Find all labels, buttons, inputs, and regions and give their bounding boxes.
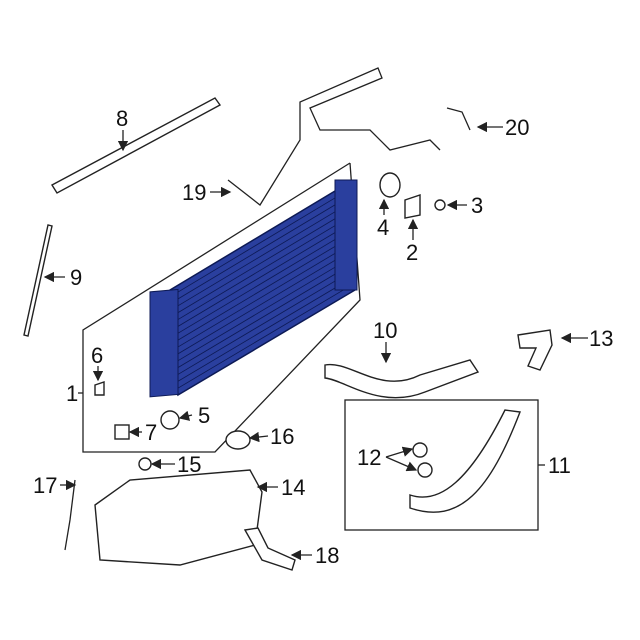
radiator-fin bbox=[174, 250, 352, 356]
part-14-reservoir bbox=[94, 469, 263, 566]
radiator-fin bbox=[173, 230, 350, 337]
radiator-fin bbox=[176, 269, 354, 376]
radiator[interactable] bbox=[149, 179, 358, 398]
callout-14: 14 bbox=[281, 475, 305, 500]
radiator-fin bbox=[177, 283, 355, 389]
callout-12: 12 bbox=[357, 445, 381, 470]
part-3-bolt bbox=[434, 199, 446, 211]
part-20-tube bbox=[446, 107, 471, 131]
callout-18: 18 bbox=[315, 543, 339, 568]
part-10-hose bbox=[324, 359, 480, 399]
callout-9: 9 bbox=[70, 265, 82, 290]
callout-17: 17 bbox=[33, 473, 57, 498]
part-11-hose bbox=[409, 409, 521, 513]
part-17-hose bbox=[64, 479, 76, 551]
part-18-hose bbox=[243, 527, 296, 571]
part-9-seal bbox=[23, 224, 53, 337]
callout-13: 13 bbox=[589, 326, 613, 351]
callout-10: 10 bbox=[373, 318, 397, 343]
callout-1: 1 bbox=[66, 381, 78, 406]
radiator-fin bbox=[172, 224, 349, 330]
radiator-fin bbox=[171, 210, 348, 317]
part-2-bracket bbox=[404, 194, 421, 219]
callout-4: 4 bbox=[377, 215, 389, 240]
callout-8: 8 bbox=[116, 106, 128, 131]
radiator-group-outline bbox=[82, 162, 361, 453]
radiator-fin bbox=[171, 204, 348, 311]
leader-lines bbox=[43, 121, 588, 561]
callout-5: 5 bbox=[198, 403, 210, 428]
part-5-cap bbox=[160, 410, 180, 430]
part-4-fitting bbox=[379, 172, 401, 198]
callout-2: 2 bbox=[406, 240, 418, 265]
part-8-seal bbox=[51, 97, 222, 194]
radiator-fin bbox=[176, 276, 354, 383]
radiator-fin bbox=[175, 263, 353, 370]
callout-11: 11 bbox=[548, 453, 571, 478]
radiator-fin bbox=[170, 191, 346, 297]
callout-15: 15 bbox=[177, 452, 201, 477]
part-19-tube bbox=[227, 67, 441, 206]
callout-6: 6 bbox=[91, 343, 103, 368]
part-13-hose bbox=[517, 329, 553, 371]
part-16-cap bbox=[225, 430, 251, 450]
radiator-fin bbox=[175, 256, 353, 363]
radiator-fin bbox=[174, 243, 351, 350]
callout-16: 16 bbox=[270, 424, 294, 449]
radiator-fin bbox=[172, 217, 349, 324]
callout-20: 20 bbox=[505, 115, 529, 140]
callout-3: 3 bbox=[471, 193, 483, 218]
callout-19: 19 bbox=[182, 180, 206, 205]
callout-7: 7 bbox=[145, 420, 157, 445]
part-12-clamp bbox=[412, 442, 428, 458]
radiator-fin bbox=[170, 197, 347, 304]
part-6-clip bbox=[94, 381, 105, 396]
part-15-bolt bbox=[138, 457, 152, 471]
part-7-plug bbox=[114, 424, 130, 440]
part-12-clamp bbox=[417, 462, 433, 478]
radiator-fin bbox=[173, 237, 351, 343]
